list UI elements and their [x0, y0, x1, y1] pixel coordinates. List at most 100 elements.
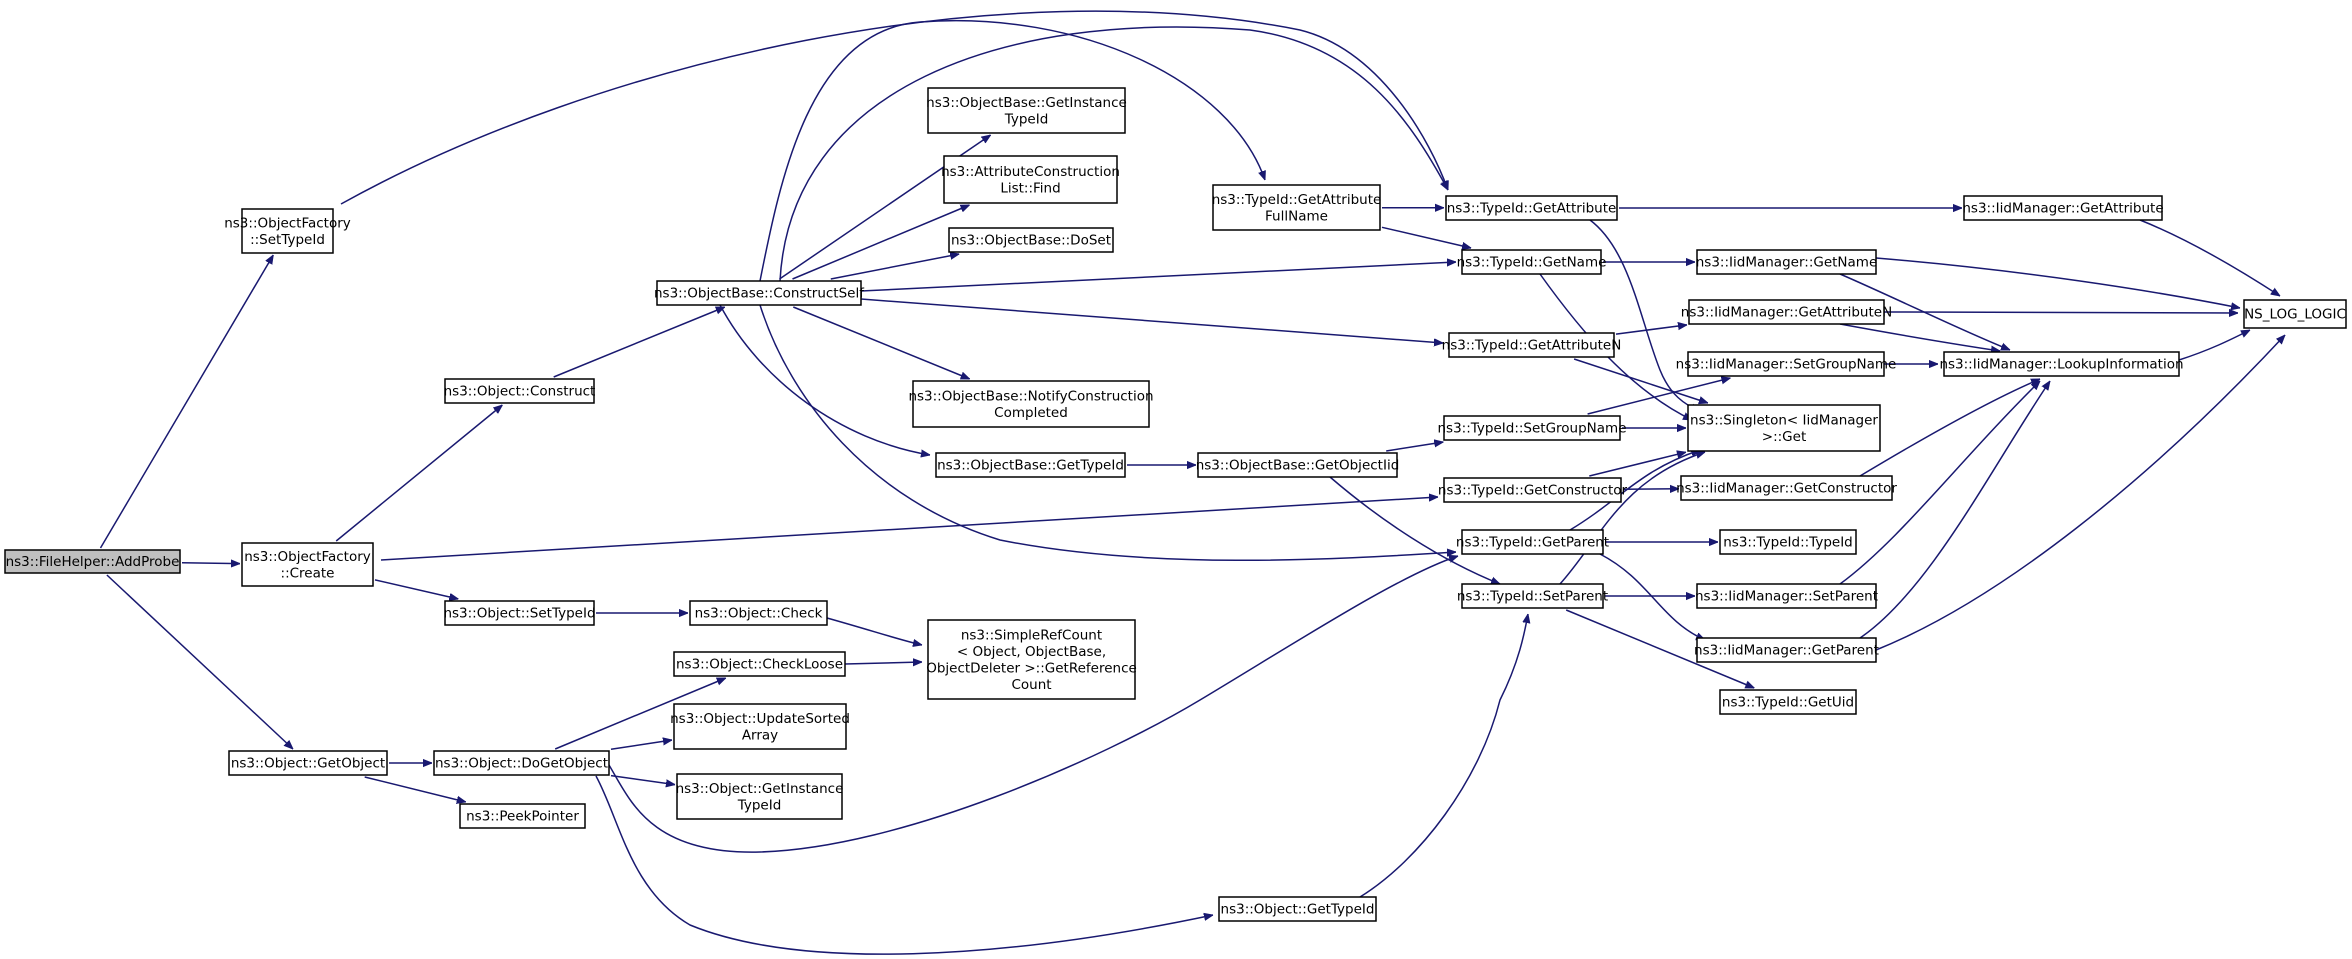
- node-n21[interactable]: ns3::Object::GetTypeId: [1218, 896, 1377, 922]
- node-n36[interactable]: ns3::IidManager::GetParent: [1694, 637, 1879, 663]
- node-n16[interactable]: ns3::ObjectBase::NotifyConstructionCompl…: [908, 380, 1154, 428]
- node-n8[interactable]: ns3::ObjectBase::ConstructSelf: [654, 280, 865, 306]
- node-label: ns3::Object::DoGetObject: [435, 756, 608, 772]
- edge-n22-n32: [1589, 219, 1700, 412]
- node-label: Count: [1011, 677, 1051, 693]
- node-n27[interactable]: ns3::TypeId::GetParent: [1456, 529, 1609, 555]
- edge-n1-n22: [340, 10, 1448, 205]
- edge-n6-n10: [554, 677, 726, 750]
- node-n1[interactable]: ns3::ObjectFactory::SetTypeId: [224, 208, 351, 254]
- node-n18[interactable]: ns3::SimpleRefCount< Object, ObjectBase,…: [926, 619, 1137, 700]
- node-n23[interactable]: ns3::TypeId::GetName: [1457, 249, 1607, 275]
- edge-n8-n15: [830, 254, 959, 280]
- node-n33[interactable]: ns3::IidManager::GetConstructor: [1676, 475, 1897, 501]
- node-label: Completed: [994, 405, 1068, 421]
- node-n24[interactable]: ns3::TypeId::GetAttributeN: [1442, 332, 1622, 358]
- node-box: [1696, 249, 1877, 275]
- node-n0[interactable]: ns3::FileHelper::AddProbe: [4, 549, 181, 574]
- edge-n6-n11: [610, 740, 672, 751]
- node-label: ns3::ObjectBase::GetTypeId: [937, 458, 1124, 474]
- node-label: ns3::IidManager::LookupInformation: [1939, 357, 2183, 373]
- node-box: [1963, 195, 2163, 221]
- node-label: ns3::IidManager::GetParent: [1694, 643, 1879, 659]
- node-label: ns3::Object::Check: [695, 606, 823, 622]
- node-box: [241, 542, 374, 587]
- node-box: [1448, 332, 1615, 358]
- node-box: [676, 773, 843, 820]
- node-label: ns3::Object::GetTypeId: [1221, 902, 1375, 918]
- edge-n8-n16: [793, 306, 969, 380]
- edge-n3-n7: [364, 776, 466, 802]
- node-box: [444, 378, 595, 404]
- node-label: ns3::ObjectFactory: [244, 549, 371, 565]
- node-n17[interactable]: ns3::ObjectBase::GetTypeId: [935, 452, 1126, 478]
- node-n35[interactable]: ns3::IidManager::SetParent: [1695, 583, 1878, 609]
- edge-n29-n39: [1839, 273, 2010, 351]
- node-box: [927, 619, 1136, 700]
- node-n32[interactable]: ns3::Singleton< IidManager >::Get: [1687, 404, 1881, 452]
- node-label: ::SetTypeId: [250, 232, 325, 248]
- node-n9[interactable]: ns3::Object::Check: [689, 600, 828, 626]
- node-n28[interactable]: ns3::TypeId::SetParent: [1457, 583, 1608, 609]
- node-label: ns3::ObjectBase::GetInstance: [926, 95, 1127, 111]
- node-box: [1687, 351, 1885, 377]
- node-label: ns3::TypeId::TypeId: [1723, 535, 1853, 551]
- node-n40[interactable]: NS_LOG_LOGIC: [2243, 299, 2347, 329]
- node-n20[interactable]: ns3::ObjectBase::GetObjectIid: [1196, 452, 1400, 478]
- node-box: [241, 208, 334, 254]
- node-label: ns3::IidManager::GetAttributeN: [1681, 305, 1892, 321]
- node-n38[interactable]: ns3::IidManager::GetAttribute: [1962, 195, 2164, 221]
- node-label: ns3::ObjectBase::DoSet: [951, 233, 1111, 249]
- node-box: [1719, 689, 1857, 715]
- node-n26[interactable]: ns3::TypeId::GetConstructor: [1438, 477, 1628, 503]
- node-box: [1461, 529, 1604, 555]
- node-n22[interactable]: ns3::TypeId::GetAttribute: [1445, 195, 1618, 221]
- edge-n30-n40: [1883, 312, 2238, 313]
- node-n7[interactable]: ns3::PeekPointer: [459, 803, 586, 829]
- node-box: [673, 703, 847, 750]
- node-n4[interactable]: ns3::Object::Construct: [444, 378, 596, 404]
- node-n31[interactable]: ns3::IidManager::SetGroupName: [1676, 351, 1897, 377]
- node-n3[interactable]: ns3::Object::GetObject: [228, 750, 388, 776]
- node-box: [433, 750, 610, 776]
- node-n15[interactable]: ns3::ObjectBase::DoSet: [948, 227, 1114, 253]
- node-layer: ns3::FileHelper::AddProbe ns3::ObjectFact…: [4, 87, 2347, 922]
- node-n25[interactable]: ns3::TypeId::SetGroupName: [1437, 415, 1627, 441]
- node-box: [1443, 477, 1622, 503]
- edge-n30-n39: [1839, 323, 2000, 351]
- node-label: ns3::ObjectBase::ConstructSelf: [654, 286, 865, 302]
- node-label: FullName: [1265, 208, 1328, 224]
- edge-n0-n2: [181, 563, 240, 564]
- node-n10[interactable]: ns3::Object::CheckLoose: [673, 651, 846, 677]
- node-box: [1445, 195, 1618, 221]
- node-label: ns3::ObjectFactory: [224, 215, 351, 231]
- node-n39[interactable]: ns3::IidManager::LookupInformation: [1939, 351, 2184, 377]
- node-label: NS_LOG_LOGIC: [2244, 307, 2346, 323]
- node-label: ns3::FileHelper::AddProbe: [6, 554, 180, 570]
- node-n34[interactable]: ns3::TypeId::TypeId: [1719, 529, 1857, 555]
- edge-n24-n32: [1573, 358, 1708, 403]
- node-label: ns3::IidManager::SetGroupName: [1676, 357, 1897, 373]
- node-box: [689, 600, 828, 626]
- node-n37[interactable]: ns3::TypeId::GetUid: [1719, 689, 1857, 715]
- node-label: ns3::PeekPointer: [466, 809, 579, 825]
- edge-n10-n18: [844, 662, 922, 664]
- node-box: [927, 87, 1126, 134]
- node-label: ns3::TypeId::SetParent: [1457, 589, 1608, 605]
- node-n6[interactable]: ns3::Object::DoGetObject: [433, 750, 610, 776]
- node-box: [1443, 415, 1621, 441]
- node-n30[interactable]: ns3::IidManager::GetAttributeN: [1681, 299, 1892, 325]
- node-n5[interactable]: ns3::Object::SetTypeId: [443, 600, 596, 626]
- node-n2[interactable]: ns3::ObjectFactory::Create: [241, 542, 374, 587]
- node-n29[interactable]: ns3::IidManager::GetName: [1696, 249, 1878, 275]
- edge-n29-n40: [1875, 257, 2240, 308]
- edge-n25-n31: [1587, 378, 1731, 415]
- node-box: [656, 280, 862, 306]
- node-label: ns3::TypeId::GetAttributeN: [1442, 338, 1622, 354]
